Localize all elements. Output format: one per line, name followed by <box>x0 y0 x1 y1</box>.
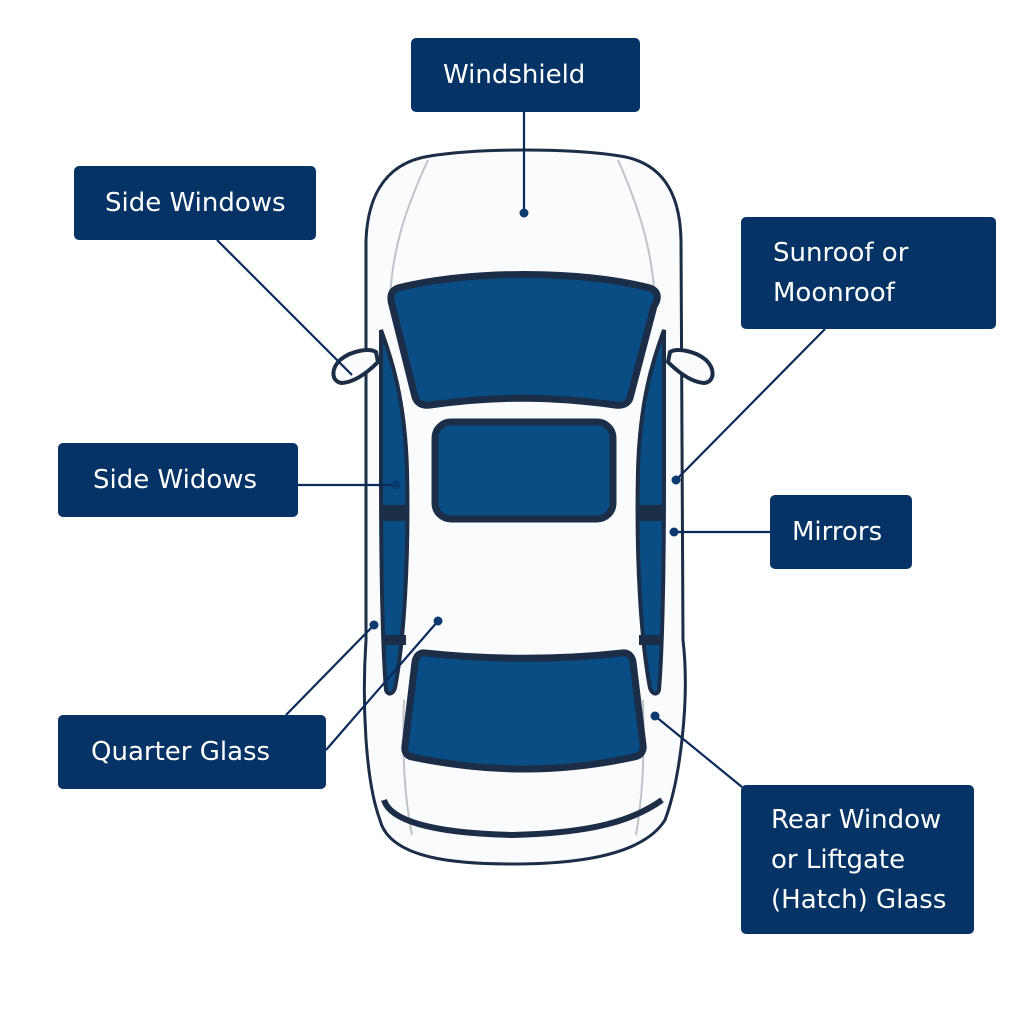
left-c-pillar <box>384 635 406 645</box>
dot-windshield <box>519 208 529 218</box>
hood-crease-right <box>617 159 656 301</box>
leader-quarter-left <box>285 624 375 716</box>
label-sunroof: Sunroof or Moonroof <box>741 217 996 329</box>
dot-sunroof <box>671 475 681 485</box>
rear-bumper <box>381 797 664 839</box>
label-mirrors-text: Mirrors <box>792 517 883 547</box>
dot-rear-window <box>650 711 660 721</box>
label-sunroof-line-1: Sunroof or <box>773 238 909 268</box>
label-side-windows: Side Windows <box>74 166 316 240</box>
label-windshield-text: Windshield <box>443 60 586 90</box>
leader-lines <box>216 112 826 788</box>
sunroof-glass <box>431 418 617 523</box>
label-quarter-glass: Quarter Glass <box>58 715 326 789</box>
label-sunroof-line-2: Moonroof <box>773 278 895 308</box>
label-rear-window-line-1: Rear Window <box>771 804 942 835</box>
label-mirrors: Mirrors <box>770 495 912 569</box>
label-side-widows: Side Widows <box>58 443 298 517</box>
right-c-pillar <box>639 635 661 645</box>
dot-quarter-right <box>433 616 443 626</box>
label-rear-window: Rear Window or Liftgate (Hatch) Glass <box>741 785 974 934</box>
trunk-crease-right <box>635 699 645 836</box>
windshield-glass <box>387 271 661 409</box>
hood-crease-left <box>389 159 429 301</box>
left-b-pillar <box>382 505 408 521</box>
label-side-widows-text: Side Widows <box>93 465 258 495</box>
leader-rear-window <box>654 715 743 788</box>
right-b-pillar <box>637 505 663 521</box>
label-rear-window-line-3: (Hatch) Glass <box>771 884 947 915</box>
rear-window-glass <box>401 649 647 773</box>
label-side-windows-text: Side Windows <box>105 188 286 218</box>
leader-sunroof <box>675 328 826 481</box>
leader-quarter-right <box>325 620 439 751</box>
label-rear-window-line-2: or Liftgate <box>771 844 906 875</box>
right-mirror <box>665 348 715 386</box>
label-windshield: Windshield <box>411 38 640 112</box>
car-illustration <box>331 148 715 866</box>
leader-side-windows <box>216 239 353 376</box>
dot-quarter-left <box>369 620 379 630</box>
dot-mirrors <box>669 527 679 537</box>
label-quarter-glass-text: Quarter Glass <box>91 737 271 767</box>
anchor-dots <box>369 208 681 721</box>
left-mirror <box>331 348 381 386</box>
dot-side-widows <box>391 480 401 490</box>
